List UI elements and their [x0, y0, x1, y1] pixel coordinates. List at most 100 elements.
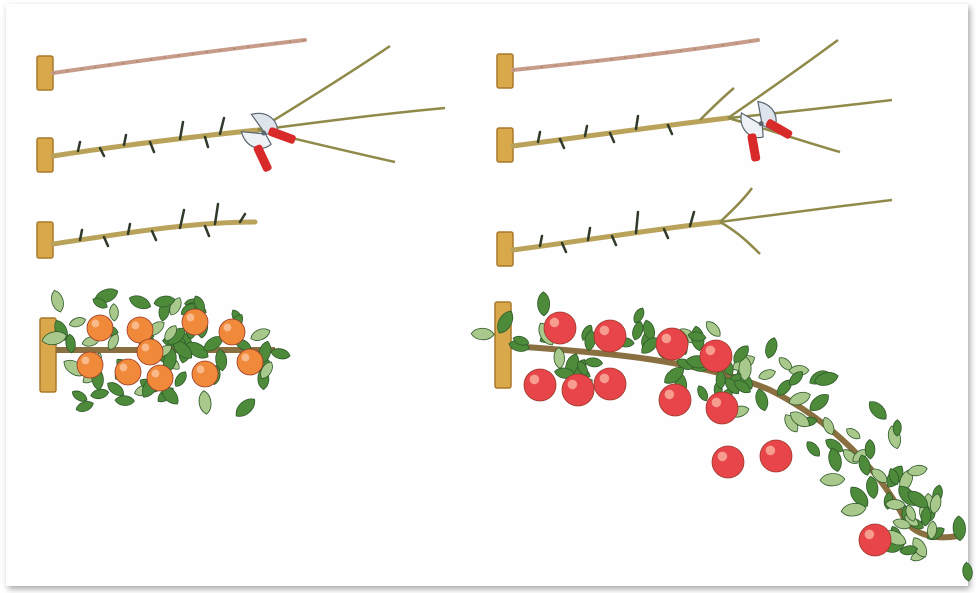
leaf	[866, 475, 879, 500]
apple	[705, 391, 739, 425]
apple-highlight	[664, 389, 675, 400]
leaf	[822, 416, 835, 436]
buds	[538, 210, 696, 254]
leader-shoot	[257, 44, 391, 132]
left-row-2	[36, 44, 446, 173]
leaf	[68, 317, 87, 328]
buds	[78, 202, 247, 248]
leader-shoot	[719, 198, 893, 224]
leaf	[128, 295, 152, 310]
leaf	[198, 390, 212, 415]
apple-highlight	[186, 313, 195, 322]
apple-highlight	[711, 397, 722, 408]
apple	[759, 439, 793, 473]
apple-highlight	[705, 345, 716, 356]
leaf	[114, 395, 135, 406]
leaf	[899, 545, 919, 556]
apple-highlight	[661, 333, 672, 344]
leader-shoot	[727, 38, 839, 120]
leaf	[497, 310, 514, 334]
branch	[50, 127, 261, 159]
apple	[181, 308, 209, 336]
apple	[543, 311, 577, 345]
leaf	[790, 411, 810, 427]
apple	[136, 338, 164, 366]
leaf	[41, 331, 68, 346]
apple	[114, 358, 142, 386]
wooden-post	[496, 231, 514, 267]
apple	[76, 351, 104, 379]
leaf	[174, 371, 187, 387]
leaf	[270, 348, 291, 360]
leaf	[733, 345, 749, 363]
fruit-cluster	[523, 311, 892, 557]
leaf	[927, 520, 937, 540]
leaf	[828, 447, 842, 472]
leaf	[107, 382, 125, 396]
leaf	[765, 337, 778, 359]
apple	[236, 348, 264, 376]
apple-highlight	[131, 321, 140, 330]
leaf	[840, 503, 867, 517]
left-fruiting-cordon	[39, 288, 291, 417]
leaf	[553, 346, 565, 370]
apple-highlight	[119, 363, 128, 372]
wooden-post	[496, 53, 514, 89]
leaf	[789, 371, 804, 386]
leaf	[687, 331, 707, 342]
apple	[858, 523, 892, 557]
apple	[561, 373, 595, 407]
apple-highlight	[141, 343, 150, 352]
apple	[699, 339, 733, 373]
leaf	[260, 361, 273, 380]
leaf	[864, 439, 876, 460]
right-fruiting-cordon	[470, 291, 973, 582]
right-row-3	[496, 187, 893, 267]
leaf	[215, 348, 228, 372]
apple-highlight	[549, 317, 560, 328]
apple-highlight	[599, 325, 610, 336]
leaf	[929, 493, 942, 514]
leaf	[755, 388, 769, 412]
leaf	[846, 428, 861, 440]
right-row-2	[496, 38, 893, 163]
side-shoot	[257, 106, 446, 132]
leaf	[813, 372, 839, 386]
leaf	[173, 340, 193, 359]
buds	[536, 114, 674, 150]
leaf	[819, 473, 846, 487]
leaf	[758, 369, 776, 380]
wooden-post	[36, 137, 54, 173]
leaf	[809, 394, 829, 411]
branch	[52, 39, 306, 74]
apple-highlight	[196, 365, 205, 374]
leaf	[734, 380, 751, 394]
leaf	[65, 333, 76, 354]
branch	[511, 38, 760, 72]
apple	[86, 314, 114, 342]
fruit-cluster	[76, 308, 264, 392]
leaf	[884, 499, 906, 510]
leaf	[858, 454, 871, 476]
branch	[51, 38, 307, 75]
leaf	[888, 468, 900, 486]
apple-highlight	[717, 451, 728, 462]
pruning-shears-icon	[740, 100, 793, 162]
apple-highlight	[864, 529, 875, 540]
leaf	[871, 468, 888, 483]
leaf	[912, 537, 927, 558]
apple-highlight	[81, 356, 90, 365]
right-row-1	[496, 38, 760, 89]
leaf	[697, 385, 708, 402]
leaf	[778, 357, 793, 371]
leaf	[153, 295, 176, 308]
leaf	[584, 357, 604, 368]
apple-highlight	[241, 353, 250, 362]
apple-highlight	[765, 445, 776, 456]
leaf	[632, 321, 644, 341]
branch	[510, 115, 731, 149]
apple	[658, 383, 692, 417]
wooden-post	[39, 317, 57, 393]
leaf	[109, 303, 119, 322]
apple	[593, 367, 627, 401]
